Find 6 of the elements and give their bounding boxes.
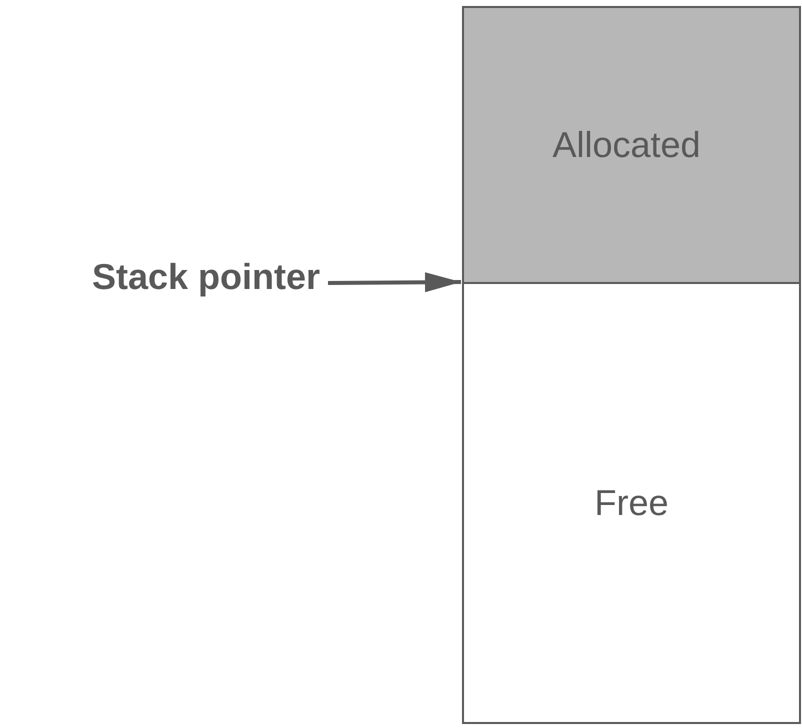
pointer-arrow bbox=[328, 272, 462, 292]
region-label: Allocated bbox=[552, 124, 701, 166]
pointer-label: Stack pointer bbox=[8, 252, 320, 302]
allocated-region bbox=[462, 6, 801, 284]
region-label: Free bbox=[594, 482, 669, 524]
free-region bbox=[462, 282, 801, 724]
